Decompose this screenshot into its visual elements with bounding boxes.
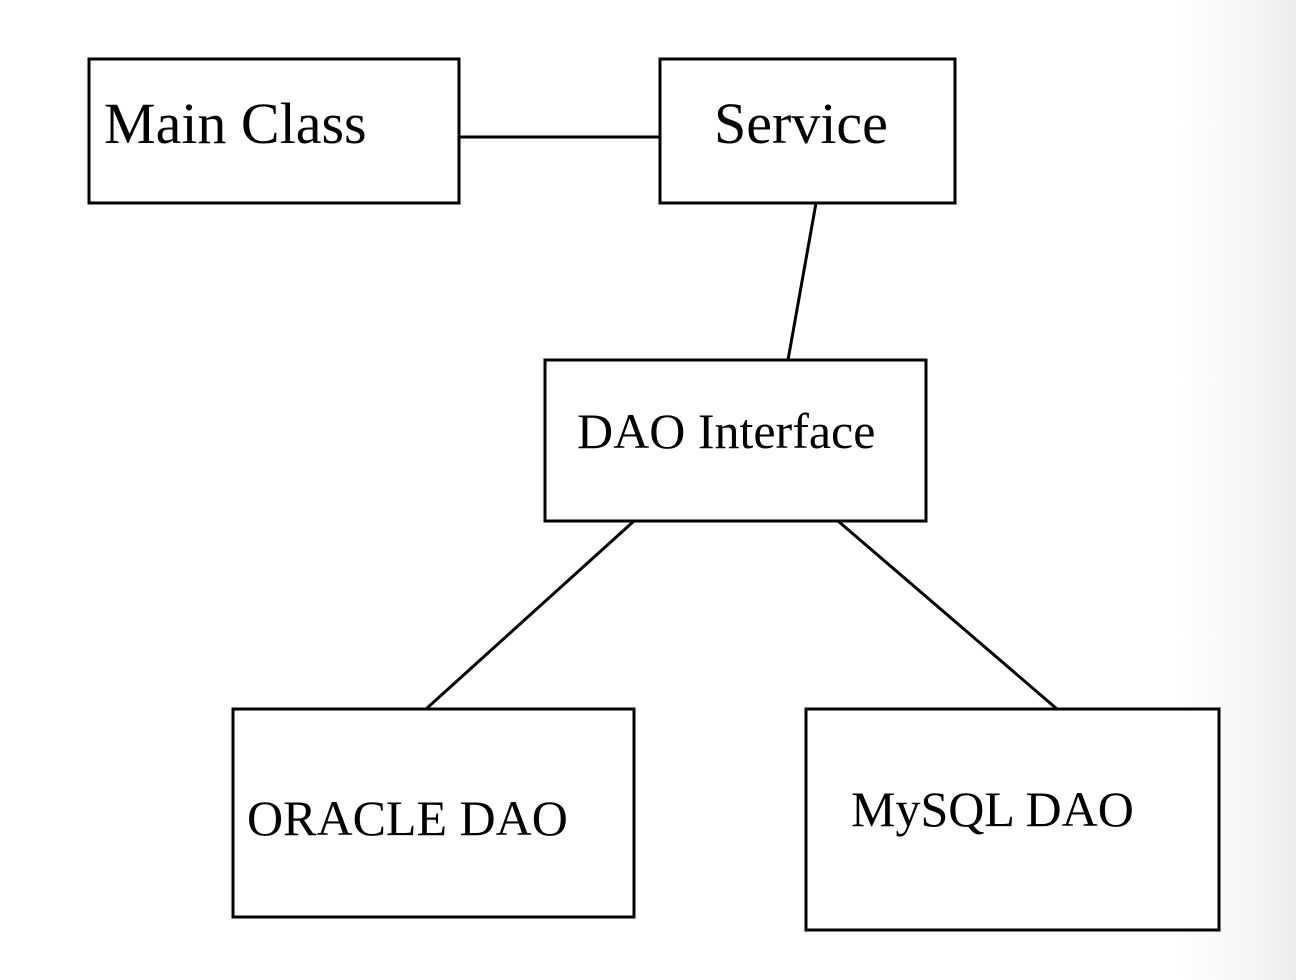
- node-mysql-dao: MySQL DAO: [804, 707, 1221, 932]
- node-main-class-label: Main Class: [104, 91, 367, 156]
- node-service-label: Service: [714, 91, 888, 156]
- node-dao-interface: DAO Interface: [543, 358, 928, 523]
- edge-dao-interface-to-mysql-dao: [837, 519, 1058, 711]
- node-oracle-dao: ORACLE DAO: [231, 707, 636, 919]
- node-mysql-dao-box: [804, 707, 1221, 932]
- node-main-class: Main Class: [87, 57, 461, 205]
- node-mysql-dao-label: MySQL DAO: [851, 781, 1134, 837]
- node-service-box: [658, 57, 957, 205]
- node-main-class-box: [87, 57, 461, 205]
- edge-service-to-dao-interface: [786, 202, 818, 361]
- edge-dao-interface-to-oracle-dao: [424, 519, 636, 711]
- node-dao-interface-label: DAO Interface: [577, 403, 875, 459]
- node-oracle-dao-box: [231, 707, 636, 919]
- node-service: Service: [658, 57, 957, 205]
- node-oracle-dao-label: ORACLE DAO: [247, 790, 568, 846]
- node-dao-interface-box: [543, 358, 928, 523]
